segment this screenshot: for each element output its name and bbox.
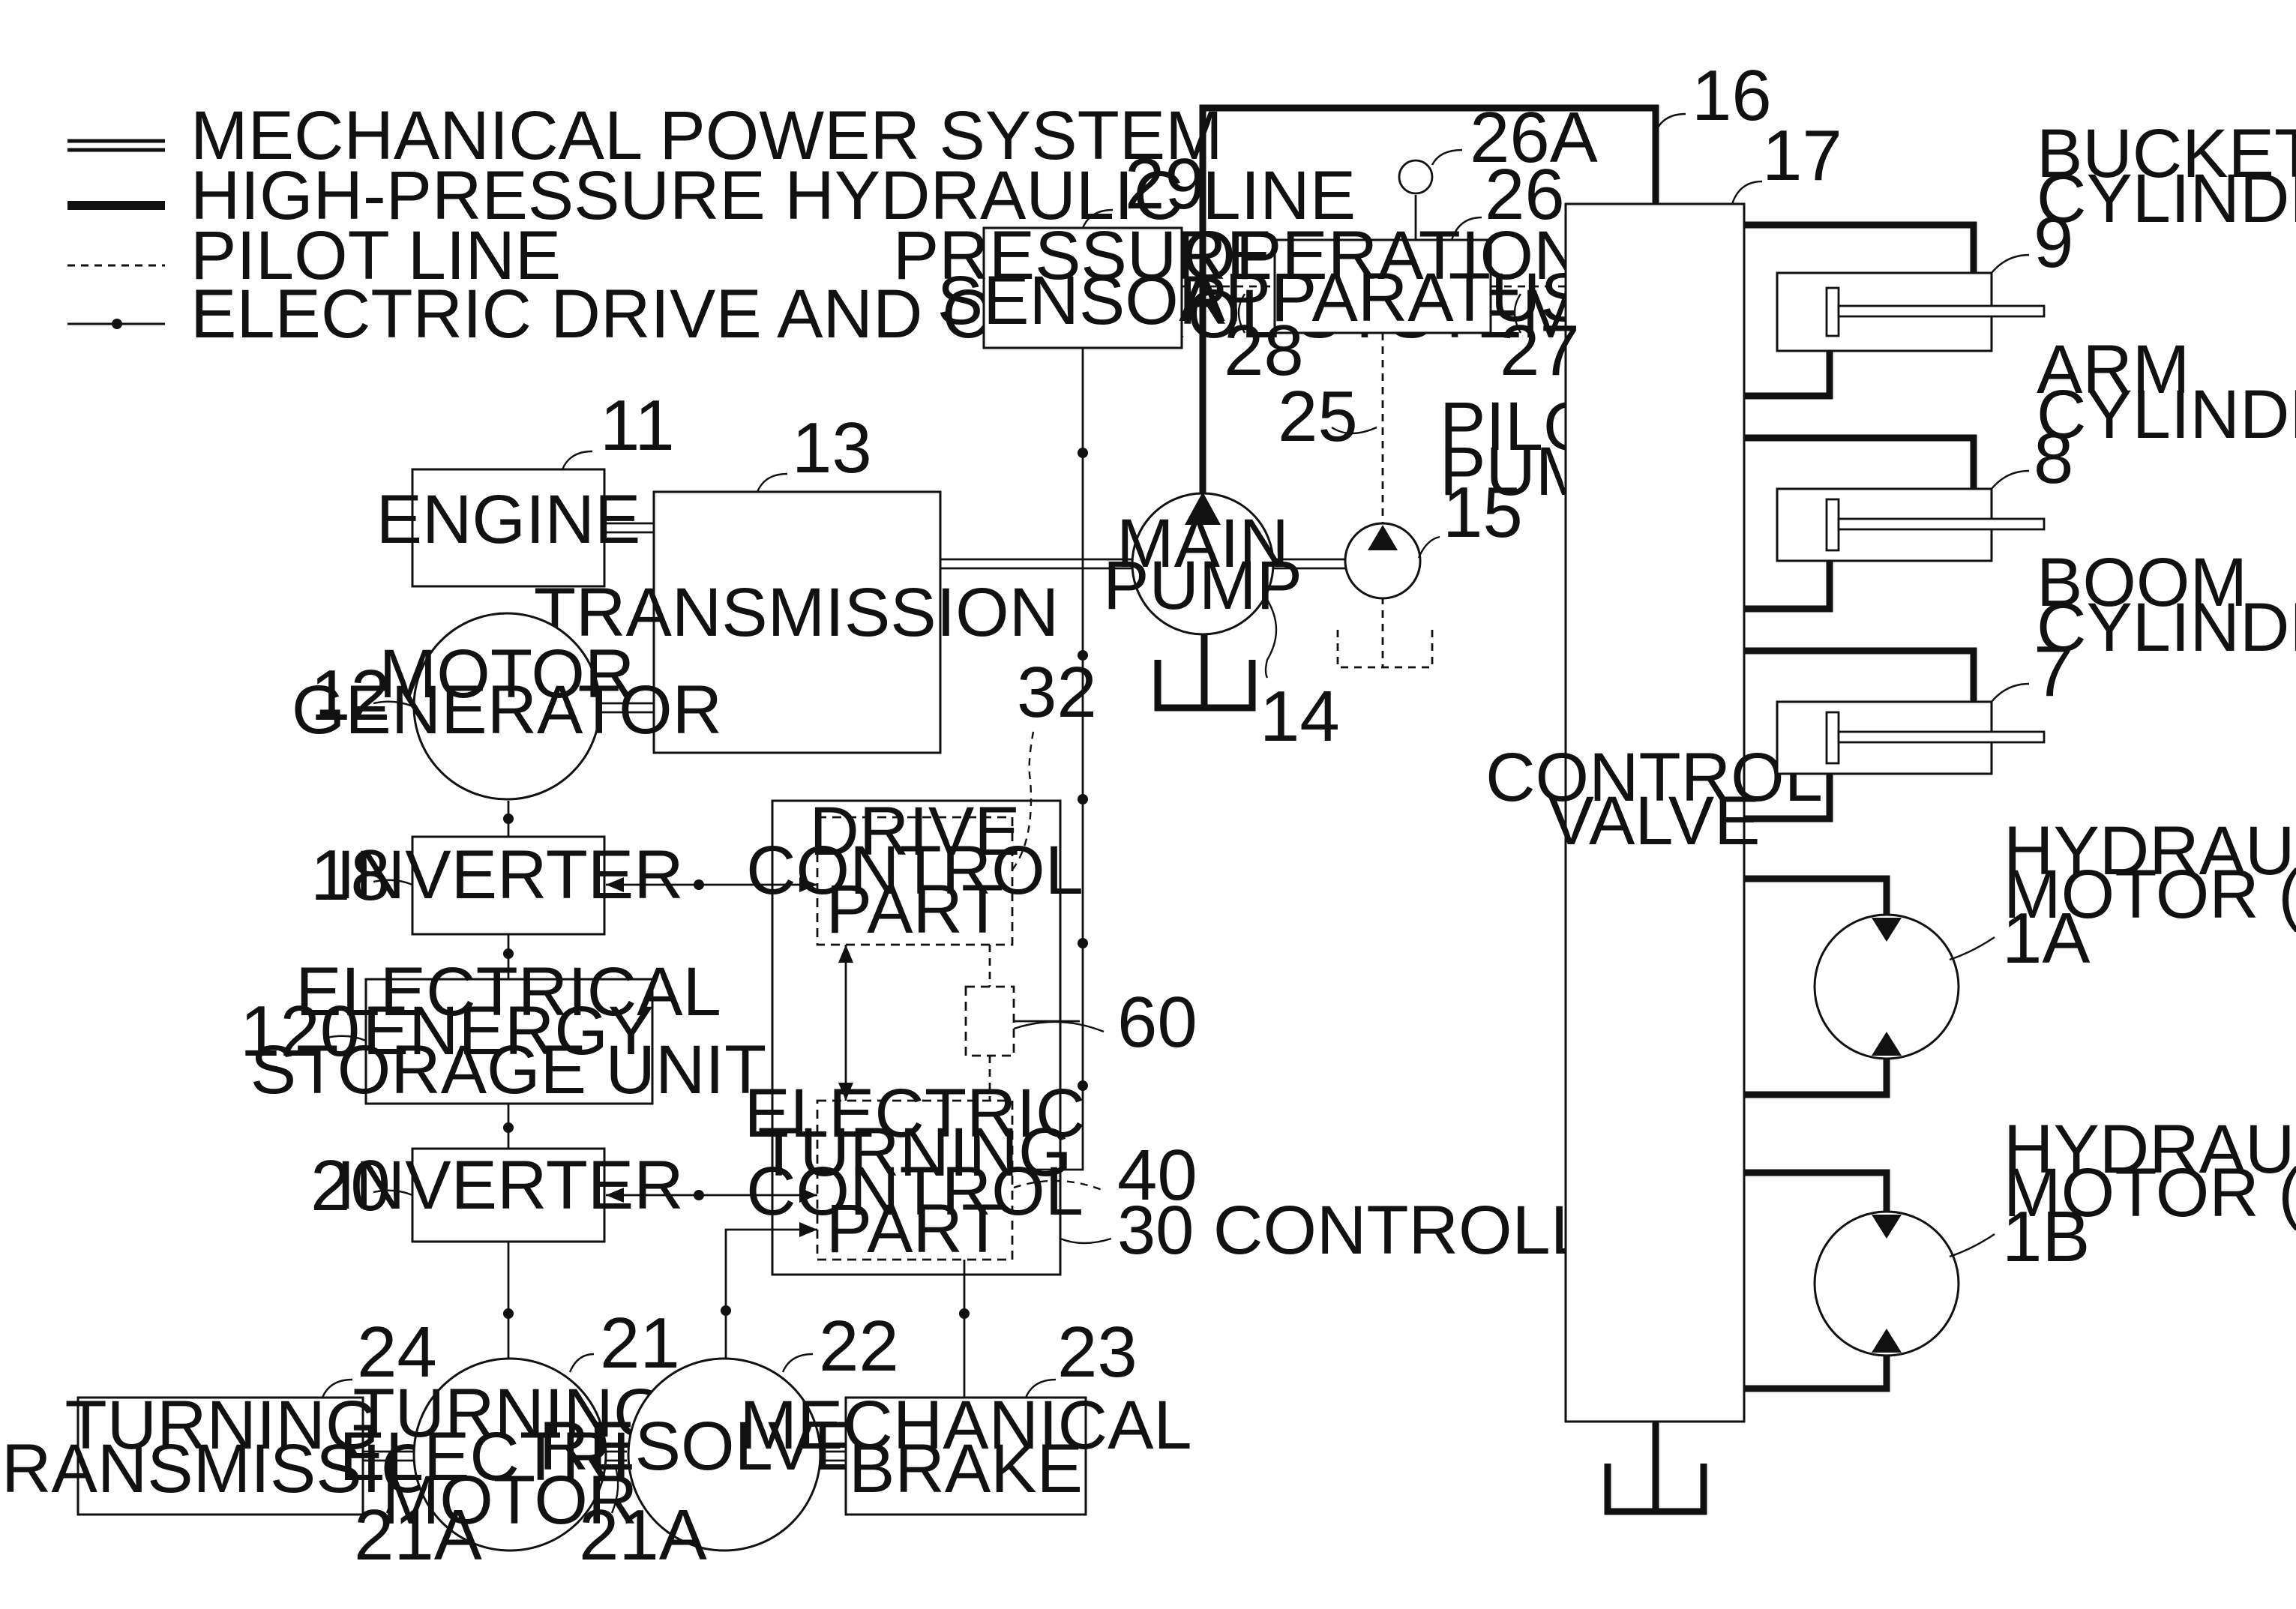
bucket-label-2: CYLINDER bbox=[2037, 160, 2296, 237]
ref-25: 25 bbox=[1278, 376, 1358, 457]
ref-120: 120 bbox=[240, 991, 360, 1071]
ref-21a-right: 21A bbox=[579, 1495, 707, 1575]
arm-label-2: CYLINDER bbox=[2037, 376, 2296, 453]
ref-16: 16 bbox=[1692, 55, 1772, 136]
ref-12: 12 bbox=[310, 655, 391, 736]
ref-60: 60 bbox=[1117, 982, 1197, 1062]
ref-18: 18 bbox=[310, 835, 391, 915]
ref-20: 20 bbox=[310, 1146, 391, 1226]
ref-9: 9 bbox=[2034, 202, 2073, 283]
ref-11: 11 bbox=[600, 385, 675, 466]
ref-7: 7 bbox=[2034, 631, 2073, 712]
storage-part-60 bbox=[966, 987, 1014, 1056]
electric-turning-control-part: ELECTRIC TURNING CONTROL PART bbox=[745, 1075, 1086, 1267]
ref-24: 24 bbox=[357, 1312, 437, 1392]
ref-1a: 1A bbox=[2002, 898, 2090, 978]
ref-13: 13 bbox=[792, 408, 872, 488]
engine: ENGINE bbox=[376, 469, 641, 586]
ref-21: 21 bbox=[600, 1303, 680, 1383]
ref-26: 26 bbox=[1485, 154, 1565, 235]
ref-27: 27 bbox=[1500, 310, 1580, 391]
ref-21a-left: 21A bbox=[354, 1495, 482, 1575]
ref-1b: 1B bbox=[2002, 1197, 2090, 1277]
ref-22: 22 bbox=[819, 1306, 899, 1386]
engine-label: ENGINE bbox=[376, 481, 641, 558]
turning-control-label-4: PART bbox=[826, 1191, 1004, 1267]
ref-17: 17 bbox=[1762, 115, 1842, 196]
ref-32: 32 bbox=[1017, 652, 1097, 733]
ref-40: 40 bbox=[1117, 1135, 1197, 1215]
brake-label-2: BRAKE bbox=[849, 1431, 1083, 1507]
drive-control-label-3: PART bbox=[826, 871, 1004, 948]
ref-29: 29 bbox=[1125, 144, 1205, 224]
ref-14: 14 bbox=[1260, 676, 1340, 757]
control-valve-label-2: VALVE bbox=[1548, 783, 1761, 859]
ref-8: 8 bbox=[2034, 418, 2073, 499]
drive-control-part: DRIVE CONTROL PART bbox=[746, 793, 1084, 948]
boom-label-2: CYLINDER bbox=[2037, 589, 2296, 666]
ref-15: 15 bbox=[1443, 472, 1523, 553]
ref-23: 23 bbox=[1057, 1312, 1138, 1392]
